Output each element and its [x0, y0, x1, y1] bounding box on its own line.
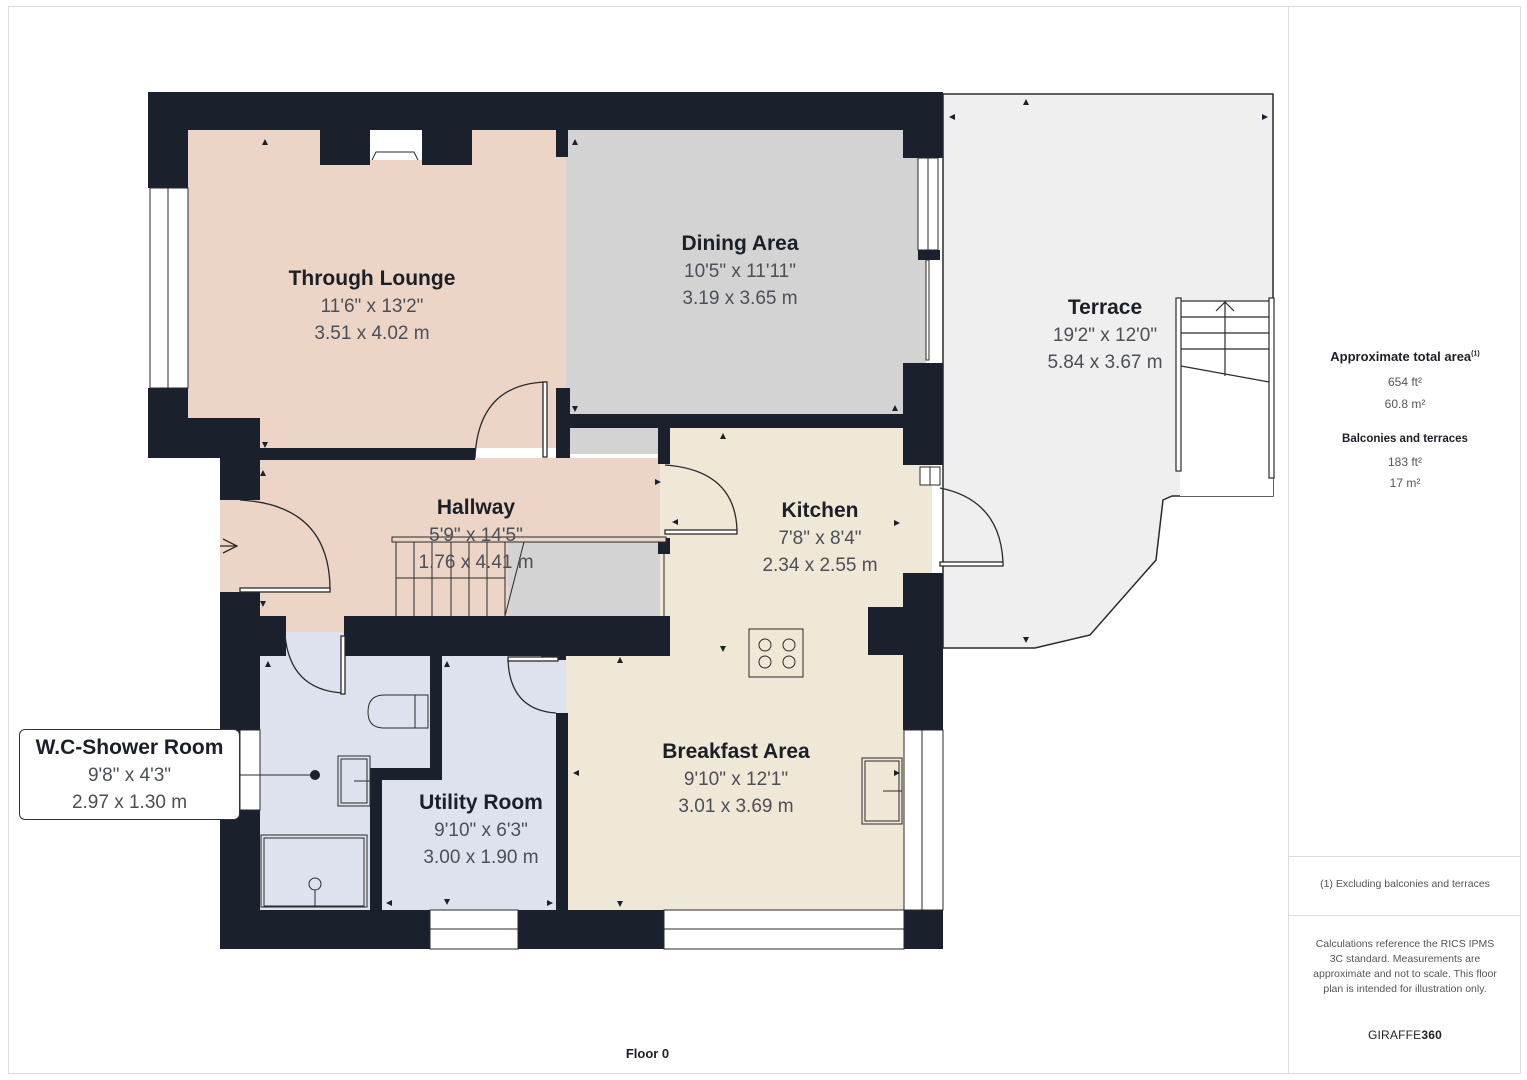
disclaimer: Calculations reference the RICS IPMS 3C …	[1313, 938, 1497, 995]
total-area-m: 60.8 m²	[1384, 397, 1426, 411]
room-dim-imperial: 9'10" x 6'3"	[434, 820, 528, 841]
room-dim-metric: 3.01 x 3.69 m	[678, 796, 794, 817]
hob-icon	[748, 628, 804, 678]
room-label-dining-area: Dining Area 10'5" x 11'11" 3.19 x 3.65 m	[681, 230, 798, 312]
room-name: Terrace	[1067, 296, 1143, 319]
toilet-icon	[367, 694, 429, 729]
floor-label: Floor 0	[625, 1046, 670, 1061]
room-name: W.C-Shower Room	[35, 736, 224, 759]
room-label-terrace: Terrace 19'2" x 12'0" 5.84 x 3.67 m	[1047, 294, 1162, 376]
room-name: Hallway	[436, 496, 516, 519]
room-name: Dining Area	[681, 232, 799, 255]
terrace-area	[942, 93, 1275, 649]
room-callout-wc-shower-room: W.C-Shower Room 9'8" x 4'3" 2.97 x 1.30 …	[19, 729, 240, 820]
breakfast-area-floor	[566, 655, 904, 910]
area-summary-panel: Approximate total area(1) 654 ft² 60.8 m…	[1288, 6, 1521, 1074]
room-name: Through Lounge	[288, 267, 456, 290]
terrace-stairs	[1175, 297, 1275, 479]
page-frame	[8, 6, 1521, 1074]
room-name: Kitchen	[781, 499, 859, 522]
room-dim-imperial: 9'8" x 4'3"	[87, 765, 172, 786]
room-label-utility-room: Utility Room 9'10" x 6'3" 3.00 x 1.90 m	[419, 789, 543, 871]
hallway-stairs	[391, 536, 667, 617]
room-name: Breakfast Area	[662, 740, 810, 763]
room-label-breakfast-area: Breakfast Area 9'10" x 12'1" 3.01 x 3.69…	[662, 738, 809, 820]
shower-tray-icon	[260, 834, 368, 908]
room-label-through-lounge: Through Lounge 11'6" x 13'2" 3.51 x 4.02…	[289, 265, 456, 347]
kitchen-floor	[660, 428, 904, 658]
brand-logo: GIRAFFE360	[1367, 1028, 1443, 1042]
room-dim-imperial: 7'8" x 8'4"	[778, 528, 862, 549]
total-area-heading: Approximate total area(1)	[1330, 349, 1480, 364]
walls	[148, 92, 943, 949]
doors	[220, 381, 1004, 714]
room-dim-metric: 2.34 x 2.55 m	[762, 555, 878, 576]
divider	[1289, 856, 1521, 857]
dimension-markers	[260, 99, 1268, 907]
balconies-ft: 183 ft²	[1387, 455, 1423, 469]
callout-leader	[240, 770, 320, 780]
divider	[1289, 915, 1521, 916]
balconies-heading: Balconies and terraces	[1342, 433, 1468, 445]
room-dim-metric: 3.19 x 3.65 m	[682, 288, 798, 309]
room-dim-metric: 1.76 x 4.41 m	[418, 552, 534, 573]
total-area-ft: 654 ft²	[1387, 375, 1423, 389]
footnote-mark: (1)	[1471, 350, 1480, 358]
room-dim-metric: 5.84 x 3.67 m	[1047, 352, 1163, 373]
hallway-stair-void	[508, 540, 666, 616]
utility-room-floor	[382, 655, 566, 910]
room-dim-metric: 2.97 x 1.30 m	[71, 792, 188, 813]
room-dim-imperial: 11'6" x 13'2"	[320, 296, 424, 317]
room-dim-imperial: 9'10" x 12'1"	[683, 769, 789, 790]
room-label-kitchen: Kitchen 7'8" x 8'4" 2.34 x 2.55 m	[762, 497, 877, 579]
room-dim-imperial: 10'5" x 11'11"	[684, 261, 796, 282]
windows	[149, 130, 944, 950]
dining-area-floor	[566, 130, 904, 415]
room-dim-imperial: 5'9" x 14'5"	[429, 525, 523, 546]
balconies-m: 17 m²	[1389, 476, 1421, 490]
room-name: Utility Room	[419, 791, 543, 814]
room-label-hallway: Hallway 5'9" x 14'5" 1.76 x 4.41 m	[418, 494, 533, 576]
room-dim-metric: 3.51 x 4.02 m	[314, 323, 430, 344]
floor-plan	[148, 92, 1275, 950]
room-dim-metric: 3.00 x 1.90 m	[423, 847, 539, 868]
fixtures	[260, 628, 903, 908]
room-dim-imperial: 19'2" x 12'0"	[1052, 325, 1158, 346]
footnote: (1) Excluding balconies and terraces	[1320, 878, 1490, 890]
